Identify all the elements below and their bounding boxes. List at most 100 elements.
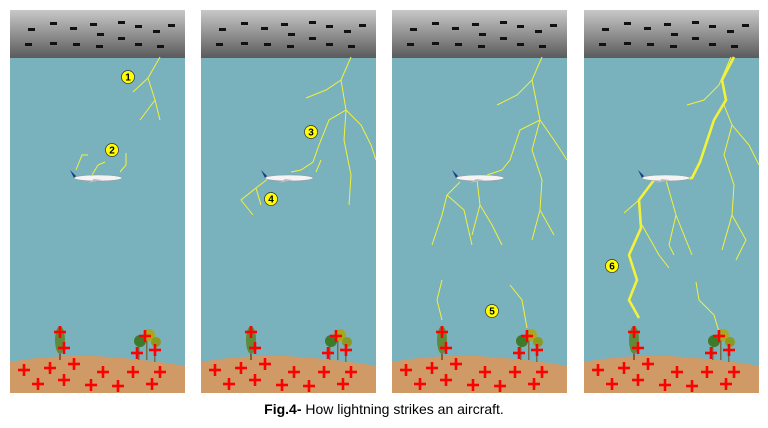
negative-charge-icon	[326, 25, 333, 28]
negative-charge-icon	[25, 43, 32, 46]
negative-charge-icon	[550, 24, 557, 27]
negative-charge-icon	[281, 23, 288, 26]
lightning-leader	[431, 181, 461, 246]
positive-charge-icon	[728, 366, 740, 378]
lightning-leader	[539, 209, 555, 236]
step-label-number: 1	[125, 73, 131, 84]
negative-charge-icon	[70, 27, 77, 30]
positive-charge-icon	[440, 374, 452, 386]
lightning-leader	[641, 224, 670, 269]
positive-charge-icon	[249, 374, 261, 386]
positive-charge-icon	[235, 362, 247, 374]
figure-caption: Fig.4- How lightning strikes an aircraft…	[0, 401, 768, 417]
lightning-leader	[665, 179, 693, 256]
negative-charge-icon	[50, 42, 57, 45]
step-label-number: 5	[489, 307, 495, 318]
negative-charge-icon	[455, 43, 462, 46]
ground	[584, 355, 759, 393]
sky	[201, 10, 376, 393]
positive-charge-icon	[97, 366, 109, 378]
lightning-leader	[509, 284, 528, 329]
lightning-leader	[486, 79, 541, 176]
lightning-leader	[119, 153, 127, 173]
positive-charge-icon	[340, 344, 352, 356]
positive-charge-icon	[606, 378, 618, 390]
negative-charge-icon	[410, 28, 417, 31]
positive-charge-icon	[531, 344, 543, 356]
negative-charge-icon	[478, 45, 485, 48]
lightning-leader	[345, 109, 376, 161]
positive-charge-icon	[618, 362, 630, 374]
negative-charge-icon	[153, 30, 160, 33]
negative-charge-icon	[500, 21, 507, 24]
positive-charge-icon	[521, 330, 533, 342]
negative-charge-icon	[432, 22, 439, 25]
negative-charge-icon	[647, 43, 654, 46]
positive-charge-icon	[479, 366, 491, 378]
negative-charge-icon	[50, 22, 57, 25]
negative-charge-icon	[517, 25, 524, 28]
positive-charge-icon	[288, 366, 300, 378]
negative-charge-icon	[118, 37, 125, 40]
negative-charge-icon	[288, 33, 295, 36]
negative-charge-icon	[261, 27, 268, 30]
positive-charge-icon	[659, 379, 671, 391]
lightning-leader	[668, 214, 677, 256]
lightning-leader	[686, 56, 732, 106]
negative-charge-icon	[624, 22, 631, 25]
positive-charge-icon	[58, 374, 70, 386]
step-label-badge: 5	[485, 304, 499, 318]
lightning-leader	[531, 119, 543, 241]
negative-charge-icon	[326, 43, 333, 46]
lightning-leader	[315, 159, 322, 173]
negative-charge-icon	[624, 42, 631, 45]
negative-charge-icon	[472, 23, 479, 26]
lightning-leader	[436, 279, 443, 321]
negative-charge-icon	[500, 37, 507, 40]
positive-charge-icon	[322, 347, 334, 359]
positive-charge-icon	[536, 366, 548, 378]
positive-charge-icon	[223, 378, 235, 390]
positive-charge-icon	[245, 326, 257, 338]
step-label-badge: 3	[304, 125, 318, 139]
positive-charge-icon	[209, 364, 221, 376]
positive-charge-icon	[249, 342, 261, 354]
negative-charge-icon	[241, 22, 248, 25]
negative-charge-icon	[73, 43, 80, 46]
positive-charge-icon	[494, 380, 506, 392]
positive-charge-icon	[276, 379, 288, 391]
step-label-badge: 6	[605, 259, 619, 273]
negative-charge-icon	[309, 37, 316, 40]
positive-charge-icon	[259, 358, 271, 370]
lightning-leader	[255, 187, 262, 206]
negative-charge-icon	[599, 43, 606, 46]
negative-charge-icon	[539, 45, 546, 48]
lightning-leader	[305, 56, 352, 99]
positive-charge-icon	[303, 380, 315, 392]
step-label-number: 6	[609, 262, 615, 273]
aircraft-icon	[261, 170, 314, 183]
negative-charge-icon	[535, 30, 542, 33]
positive-charge-icon	[330, 330, 342, 342]
lightning-leader	[539, 119, 567, 161]
positive-charge-icon	[54, 326, 66, 338]
negative-charge-icon	[241, 42, 248, 45]
positive-charge-icon	[632, 374, 644, 386]
lightning-leader	[731, 214, 747, 261]
positive-charge-icon	[628, 326, 640, 338]
negative-charge-icon	[692, 37, 699, 40]
positive-charge-icon	[592, 364, 604, 376]
lightning-leader	[721, 124, 735, 251]
positive-charge-icon	[632, 342, 644, 354]
negative-charge-icon	[97, 33, 104, 36]
caption-text: How lightning strikes an aircraft.	[301, 401, 504, 417]
positive-charge-icon	[400, 364, 412, 376]
negative-charge-icon	[479, 33, 486, 36]
positive-charge-icon	[701, 366, 713, 378]
positive-charge-icon	[149, 344, 161, 356]
positive-charge-icon	[154, 366, 166, 378]
positive-charge-icon	[414, 378, 426, 390]
negative-charge-icon	[709, 43, 716, 46]
sky	[10, 10, 185, 393]
